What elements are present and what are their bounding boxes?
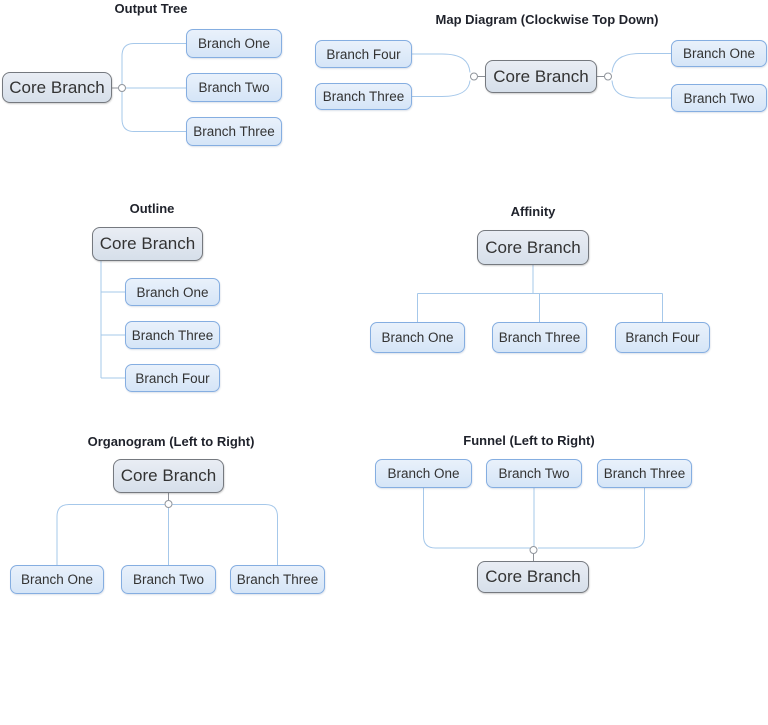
- organogram-connectors: [56, 493, 278, 565]
- connector-line: [423, 488, 530, 549]
- node-core-branch[interactable]: Core Branch: [477, 561, 589, 593]
- node-branch[interactable]: Branch Two: [186, 73, 282, 102]
- node-branch[interactable]: Branch One: [186, 29, 282, 58]
- node-core-branch[interactable]: Core Branch: [113, 459, 224, 493]
- node-branch[interactable]: Branch Three: [125, 321, 220, 349]
- connector-line: [121, 92, 186, 132]
- node-branch[interactable]: Branch Four: [315, 40, 412, 68]
- node-branch[interactable]: Branch One: [671, 40, 767, 67]
- node-branch[interactable]: Branch One: [125, 278, 220, 306]
- node-branch[interactable]: Branch Three: [186, 117, 282, 146]
- connector-line: [121, 43, 186, 84]
- collapse-handle-icon[interactable]: [529, 546, 538, 554]
- collapse-handle-icon[interactable]: [164, 500, 173, 508]
- map-diagram-connectors: [412, 53, 671, 99]
- connector-line: [412, 80, 471, 97]
- node-core-branch[interactable]: Core Branch: [477, 230, 589, 265]
- node-branch[interactable]: Branch Two: [486, 459, 582, 488]
- node-branch[interactable]: Branch Three: [315, 83, 412, 110]
- node-core-branch[interactable]: Core Branch: [92, 227, 203, 261]
- collapse-handle-icon[interactable]: [604, 72, 612, 81]
- diagram-title-output-tree: Output Tree: [114, 1, 188, 16]
- connector-line: [56, 504, 165, 565]
- collapse-handle-icon[interactable]: [118, 84, 126, 92]
- connector-line: [611, 53, 671, 73]
- diagram-title-organogram: Organogram (Left to Right): [87, 434, 255, 449]
- diagram-title-map-diagram: Map Diagram (Clockwise Top Down): [435, 12, 659, 27]
- node-core-branch[interactable]: Core Branch: [2, 72, 112, 103]
- node-branch[interactable]: Branch Four: [615, 322, 710, 353]
- funnel-connectors: [423, 488, 645, 561]
- diagram-title-funnel: Funnel (Left to Right): [463, 433, 595, 448]
- collapse-handle-icon[interactable]: [470, 72, 478, 81]
- node-branch[interactable]: Branch Four: [125, 364, 220, 392]
- outline-connectors: [100, 261, 125, 379]
- connector-line: [611, 80, 671, 99]
- node-branch[interactable]: Branch One: [10, 565, 104, 594]
- output-tree-connectors: [112, 43, 186, 132]
- diagram-title-affinity: Affinity: [510, 204, 556, 219]
- node-branch[interactable]: Branch Three: [230, 565, 325, 594]
- connector-line: [538, 488, 645, 549]
- node-branch[interactable]: Branch Three: [597, 459, 692, 488]
- node-core-branch[interactable]: Core Branch: [485, 60, 597, 93]
- affinity-connectors: [417, 265, 663, 322]
- node-branch[interactable]: Branch Two: [671, 84, 767, 112]
- diagram-title-outline: Outline: [129, 201, 175, 216]
- connector-line: [412, 53, 471, 73]
- node-branch[interactable]: Branch Two: [121, 565, 216, 594]
- connector-line: [172, 504, 278, 565]
- node-branch[interactable]: Branch Three: [492, 322, 587, 353]
- node-branch[interactable]: Branch One: [370, 322, 465, 353]
- node-branch[interactable]: Branch One: [375, 459, 472, 488]
